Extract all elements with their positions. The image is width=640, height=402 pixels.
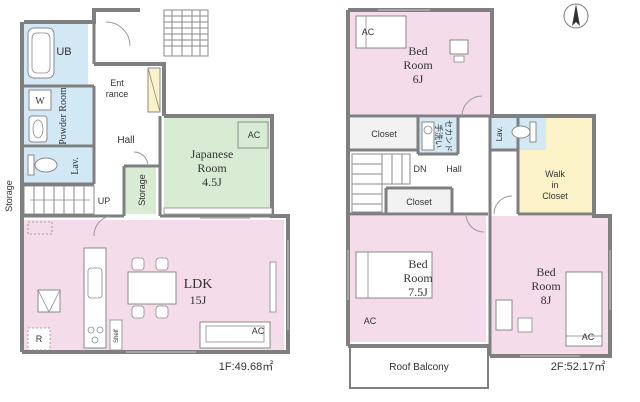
ac-ldk-label: AC xyxy=(252,326,265,336)
r-box xyxy=(27,327,51,351)
bed-icon xyxy=(355,15,407,49)
walk-in-label-3: Closet xyxy=(542,191,568,201)
closet2-label: Closet xyxy=(406,197,432,207)
ac-bed75-label: AC xyxy=(364,316,377,326)
dn-label: DN xyxy=(414,164,427,174)
ac-bed8-label: AC xyxy=(582,332,595,342)
balcony-outline xyxy=(349,345,489,389)
ac-bed6-label: AC xyxy=(362,27,375,37)
floor1-doors xyxy=(93,21,149,237)
kitchen-counter xyxy=(83,247,107,349)
japanese-label-1: Japanese xyxy=(191,147,234,161)
japanese-room xyxy=(164,118,272,214)
lav-label: Lav. xyxy=(70,157,81,174)
bed6-label-3: 6J xyxy=(413,72,424,86)
toilet-icon-2f xyxy=(511,121,537,143)
desk-icon-8 xyxy=(495,299,533,333)
bed6-label-2: Room xyxy=(403,58,433,72)
floor1-plan xyxy=(20,8,290,354)
dining-table-icon xyxy=(127,257,177,319)
bed8-label-2: Room xyxy=(531,279,561,293)
interior-stairs-1f xyxy=(23,185,95,215)
lav2-label: Lav. xyxy=(495,127,504,142)
floor2-labels: Bed Room 6J AC Closet セカンド 手洗い Lav. Walk… xyxy=(362,27,605,373)
storage-inner-label: Storage xyxy=(137,174,147,206)
shelf-unit xyxy=(109,319,123,351)
ldk-label-1: LDK xyxy=(184,277,213,292)
fridge xyxy=(37,289,61,313)
sofa-icon xyxy=(199,321,271,349)
bed75-label-2: Room xyxy=(403,271,433,285)
shelf-label: Shelf xyxy=(114,329,120,343)
floor1-labels: UB W Powder Room Ent rance Hall Japanese… xyxy=(4,46,273,373)
bed75-label-1: Bed xyxy=(408,257,427,271)
bed-icon-75 xyxy=(355,251,433,299)
ub-label: UB xyxy=(56,46,71,58)
floor2-area-label: 2F:52.17㎡ xyxy=(551,360,605,373)
floor2-plan xyxy=(346,8,612,389)
up-label: UP xyxy=(98,196,111,206)
bed6-label-1: Bed xyxy=(408,44,427,58)
tv-board xyxy=(269,261,277,313)
walk-in-label-2: in xyxy=(551,180,558,190)
closet1-room xyxy=(350,118,418,150)
ac-japanese-label: AC xyxy=(248,130,261,140)
hall-label: Hall xyxy=(117,135,134,146)
bed8-label-1: Bed xyxy=(536,265,555,279)
interior-stairs-2f xyxy=(351,153,411,213)
w-label: W xyxy=(35,96,45,107)
ac-japanese-box xyxy=(237,121,269,149)
floor2-windows xyxy=(347,9,611,357)
japanese-label-3: 4.5J xyxy=(202,175,222,189)
closet2-room xyxy=(386,190,452,214)
washing-machine-icon xyxy=(28,89,52,111)
sekando-label-1: セカンド xyxy=(444,120,453,152)
floor2-doors xyxy=(461,95,513,233)
powder-room-label: Powder Room xyxy=(58,87,69,145)
entrance-label-2: rance xyxy=(106,89,129,99)
closet1-label: Closet xyxy=(371,129,397,139)
floor1-walls xyxy=(20,8,290,354)
bathtub-icon xyxy=(27,27,55,79)
entry-dashed xyxy=(27,221,53,235)
roof-balcony-label: Roof Balcony xyxy=(389,362,448,373)
stove-icon xyxy=(87,326,104,344)
hall2-label: Hall xyxy=(446,164,462,174)
walk-in-label-1: Walk xyxy=(545,169,565,179)
entrance-label-1: Ent xyxy=(110,78,124,88)
sekando-label-2: 手洗い xyxy=(434,124,444,148)
sink-icon-2f xyxy=(421,121,435,151)
japanese-closet xyxy=(163,207,273,215)
compass-north-icon xyxy=(563,3,589,29)
storage-side-label: Storage xyxy=(4,180,14,212)
floor1-area-label: 1F:49.68㎡ xyxy=(219,360,273,373)
exterior-stairs xyxy=(163,9,209,57)
bed8-label-3: 8J xyxy=(541,293,552,307)
floor1-windows xyxy=(126,217,289,353)
r-label: R xyxy=(36,334,43,344)
bed75-label-3: 7.5J xyxy=(408,285,428,299)
bed-icon-8 xyxy=(565,271,603,347)
balcony-room xyxy=(350,346,488,388)
storage-room xyxy=(124,166,156,214)
toilet-icon xyxy=(27,154,58,176)
sink-icon xyxy=(28,115,48,143)
japanese-label-2: Room xyxy=(197,161,227,175)
desk-icon xyxy=(449,39,469,63)
ldk-label-2: 15J xyxy=(190,293,207,307)
